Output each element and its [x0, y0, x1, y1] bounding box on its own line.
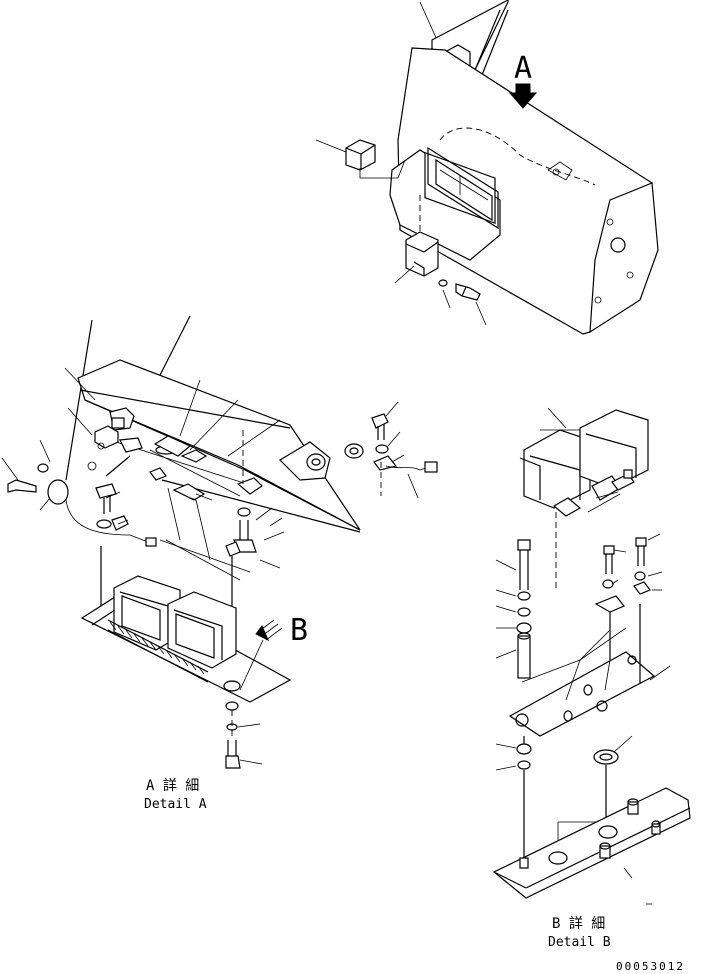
view-arrow-a-icon: [508, 83, 538, 109]
drawing-number: 00053012: [616, 960, 685, 973]
overview-assembly: A: [315, 0, 659, 335]
detail-b-title-en: Detail B: [548, 935, 611, 950]
detail-b-title-jp: B 詳 細: [552, 916, 605, 932]
view-arrow-b-letter: B: [290, 613, 308, 648]
detail-b-assembly: B 詳 細 Detail B: [492, 407, 691, 950]
detail-a-title-jp: A 詳 細: [146, 778, 199, 794]
view-arrow-a-letter: A: [514, 51, 532, 86]
detail-a-title-en: Detail A: [144, 797, 207, 812]
detail-a-assembly: B A 詳 細 Detail A: [1, 315, 438, 812]
view-arrow-b-icon: [255, 619, 283, 642]
